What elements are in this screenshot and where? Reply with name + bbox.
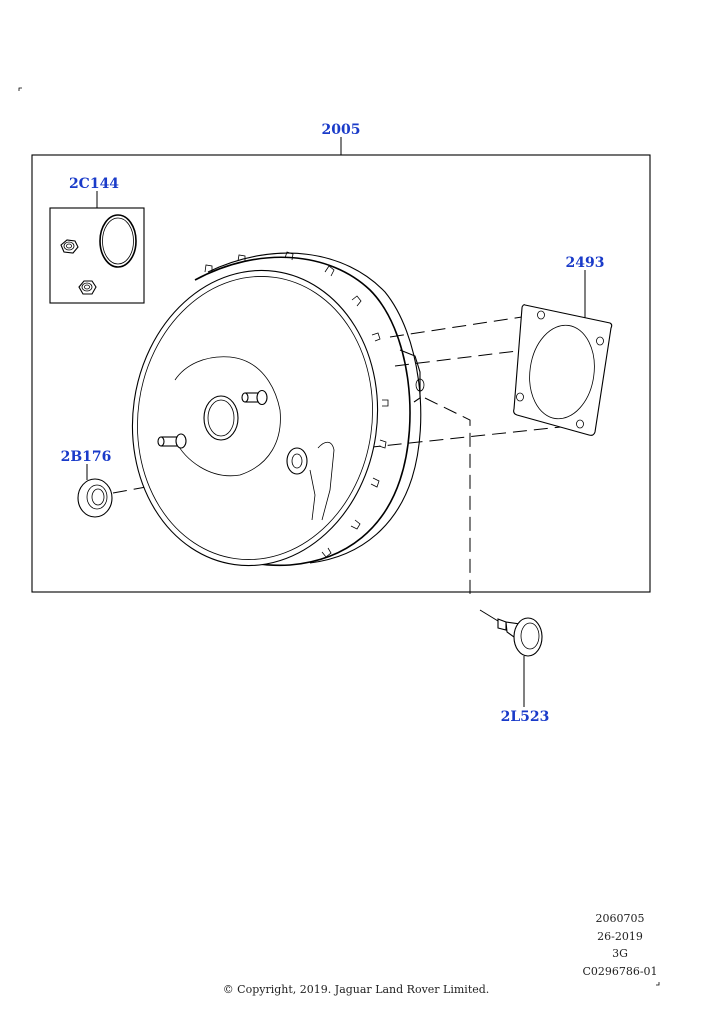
copyright-notice: © Copyright, 2019. Jaguar Land Rover Lim… [222, 983, 490, 996]
callout-2c144[interactable]: 2C144 [69, 176, 119, 192]
callout-2l523[interactable]: 2L523 [501, 709, 550, 725]
align-line-grommet [424, 397, 471, 598]
align-line-upper [389, 314, 536, 338]
crop-mark-top-left [18, 87, 22, 91]
callout-2005[interactable]: 2005 [322, 122, 361, 138]
reference-date: 26-2019 [597, 929, 643, 943]
seal-2b176 [77, 478, 113, 518]
brake-booster [131, 251, 425, 567]
grommet-2l523 [479, 609, 543, 657]
reference-number: 2060705 [595, 912, 645, 925]
callout-2b176[interactable]: 2B176 [61, 449, 112, 465]
kit-nut-bottom [78, 280, 97, 295]
callout-2493[interactable]: 2493 [566, 255, 605, 271]
gasket-2493 [513, 304, 613, 436]
kit-o-ring [99, 214, 137, 268]
crop-mark-bottom-right [656, 982, 660, 986]
reference-code: 3G [612, 947, 628, 960]
kit-nut-top [60, 239, 79, 254]
illustration-id: C0296786-01 [582, 964, 658, 978]
reference-block: 2060705 26-2019 3G C0296786-01 [560, 910, 680, 980]
